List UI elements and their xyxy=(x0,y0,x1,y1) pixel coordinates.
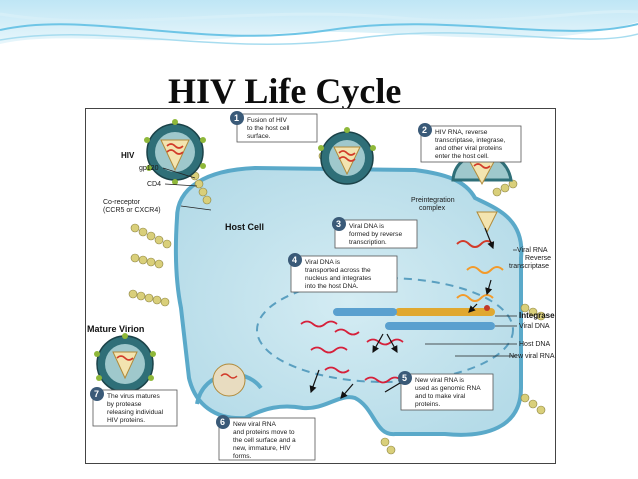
host-cell-membrane xyxy=(173,165,524,437)
step-5-line-2: used as genomic RNA xyxy=(415,385,481,392)
step-7-line-1: The virus matures xyxy=(107,393,160,400)
step-5-line-4: proteins. xyxy=(415,401,440,408)
label-viral-rna: Viral RNA xyxy=(517,247,548,254)
step-6-line-5: forms. xyxy=(233,453,251,460)
step-7-number: 7 xyxy=(94,389,99,399)
label-preintegration-1: Preintegration xyxy=(411,197,455,204)
step-2: 2 HIV RNA, reverse transcriptase, integr… xyxy=(418,123,522,163)
step-7-line-4: HIV proteins. xyxy=(107,417,145,424)
leader-lines xyxy=(162,167,517,357)
step-4-line-4: into the host DNA. xyxy=(305,283,359,290)
step-4-number: 4 xyxy=(292,255,297,265)
step-7-line-2: by protease xyxy=(107,401,142,408)
label-reverse-2: transcriptase xyxy=(509,263,549,270)
step-7: 7 The virus matures by protease releasin… xyxy=(90,387,178,427)
slide-title: HIV Life Cycle xyxy=(168,71,402,111)
label-gp120: gp120 xyxy=(139,165,159,172)
mature-virion xyxy=(94,333,156,393)
label-coreceptor-1: Co-receptor xyxy=(103,199,141,206)
step-4: 4 Viral DNA is transported across the nu… xyxy=(288,253,398,293)
step-3-number: 3 xyxy=(336,219,341,229)
step-5-number: 5 xyxy=(402,373,407,383)
label-new-viral-rna: New viral RNA xyxy=(509,353,555,360)
label-host-dna: Host DNA xyxy=(519,341,550,348)
step-5-line-1: New viral RNA is xyxy=(415,377,465,384)
label-coreceptor-2: (CCR5 or CXCR4) xyxy=(103,207,161,214)
step-5: 5 New viral RNA is used as genomic RNA a… xyxy=(398,371,494,411)
step-4-line-2: transported across the xyxy=(305,267,371,274)
hiv-virion xyxy=(144,119,206,185)
fusing-virion xyxy=(318,127,376,185)
step-2-line-2: transcriptase, integrase, xyxy=(435,137,506,144)
label-mature-virion: Mature Virion xyxy=(87,324,144,334)
step-6-line-4: new, immature, HIV xyxy=(233,445,291,452)
step-1-line-2: to the host cell xyxy=(247,125,290,132)
label-reverse-1: Reverse xyxy=(525,255,551,262)
step-1: 1 Fusion of HIV to the host cell surface… xyxy=(230,111,318,143)
step-4-line-1: Viral DNA is xyxy=(305,259,341,266)
step-1-line-3: surface. xyxy=(247,133,271,140)
step-3-line-3: transcription. xyxy=(349,239,387,246)
label-preintegration-2: complex xyxy=(419,205,446,212)
step-2-number: 2 xyxy=(422,125,427,135)
step-6-line-2: and proteins move to xyxy=(233,429,295,436)
hiv-life-cycle-diagram: HIV gp120 CD4 Co-receptor (CCR5 or CXCR4… xyxy=(85,108,556,464)
step-6-number: 6 xyxy=(220,417,225,427)
label-viral-dna: Viral DNA xyxy=(519,323,550,330)
step-3-line-2: formed by reverse xyxy=(349,231,402,238)
step-7-line-3: releasing individual xyxy=(107,409,164,416)
label-integrase: Integrase xyxy=(519,311,555,320)
step-2-line-1: HIV RNA, reverse xyxy=(435,129,488,136)
step-1-number: 1 xyxy=(234,113,239,123)
header-wave-decoration xyxy=(0,0,638,62)
step-1-line-1: Fusion of HIV xyxy=(247,117,288,124)
new-viral-rna xyxy=(300,320,404,384)
label-hiv: HIV xyxy=(121,151,135,160)
budding-immature-virion xyxy=(212,363,246,397)
step-5-line-3: and to make viral xyxy=(415,393,466,400)
step-2-line-4: enter the host cell. xyxy=(435,153,489,160)
step-6-line-1: New viral RNA xyxy=(233,421,276,428)
label-host-cell: Host Cell xyxy=(225,222,264,232)
step-3-line-1: Viral DNA is xyxy=(349,223,385,230)
step-6-line-3: the cell surface and a xyxy=(233,437,296,444)
step-2-line-3: and other viral proteins xyxy=(435,145,503,152)
step-6: 6 New viral RNA and proteins move to the… xyxy=(216,415,316,461)
label-cd4: CD4 xyxy=(147,181,161,188)
step-4-line-3: nucleus and integrates xyxy=(305,275,372,282)
step-3: 3 Viral DNA is formed by reverse transcr… xyxy=(332,217,418,249)
